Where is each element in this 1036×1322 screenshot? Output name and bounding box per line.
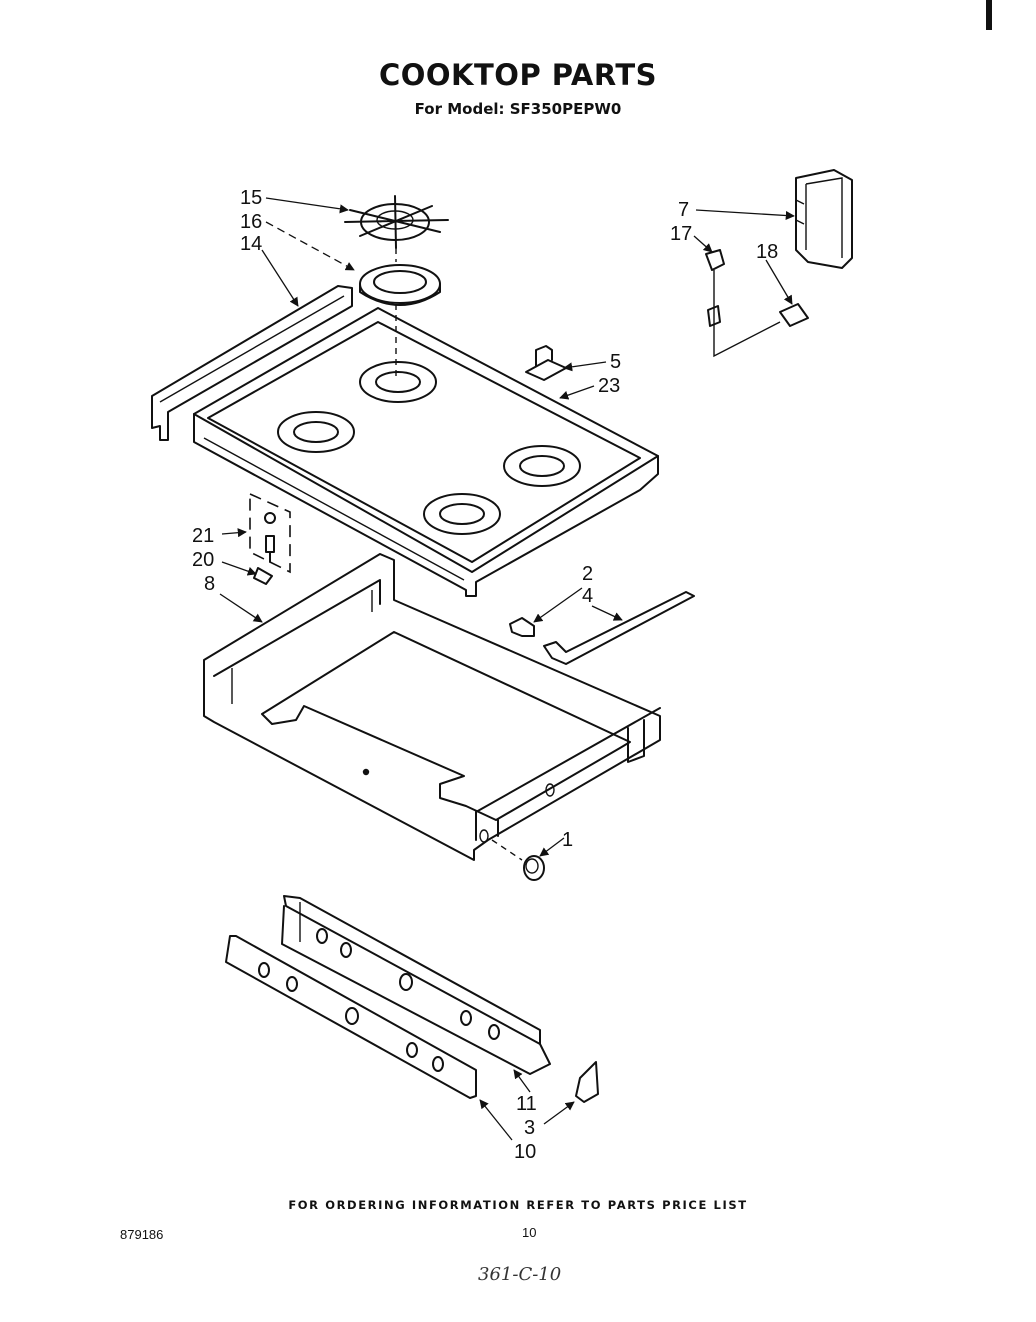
page-title: COOKTOP PARTS: [378, 58, 658, 92]
spring-clip: [509, 617, 535, 637]
end-bracket: [575, 1061, 599, 1103]
callout-10: 10: [514, 1141, 536, 1163]
model-subtitle: For Model: SF350PEPW0: [414, 100, 622, 118]
hole-plug: [491, 839, 545, 881]
callout-4: 4: [582, 585, 593, 607]
side-trim: [151, 285, 353, 441]
callout-5: 5: [610, 351, 621, 373]
callout-3: 3: [524, 1117, 535, 1139]
callout-17: 17: [670, 223, 692, 245]
burner-box: [203, 553, 661, 861]
callout-1: 1: [562, 829, 573, 851]
front-panel: [225, 935, 477, 1099]
page-number: 10: [522, 1225, 537, 1240]
callout-2: 2: [582, 563, 593, 585]
callout-16: 16: [240, 211, 262, 233]
handwritten-note: 361-C-10: [478, 1264, 562, 1285]
burner-grate: [344, 195, 449, 249]
callout-11: 11: [516, 1093, 537, 1115]
callout-8: 8: [204, 573, 215, 595]
crossover-tube: [543, 591, 695, 665]
cooktop-main-top: [193, 307, 659, 597]
document-number: 879186: [120, 1227, 164, 1242]
callout-18: 18: [756, 241, 778, 263]
ignition-module: [795, 169, 853, 269]
callout-7: 7: [678, 199, 689, 221]
callout-15: 15: [240, 187, 262, 209]
fastener-group: [249, 492, 291, 585]
scan-edge-mark: [986, 0, 992, 30]
callout-20: 20: [192, 549, 214, 571]
callout-21: 21: [192, 525, 214, 547]
callout-14: 14: [240, 233, 262, 255]
callout-23: 23: [598, 375, 620, 397]
wire-harness: [705, 249, 809, 358]
ordering-note: FOR ORDERING INFORMATION REFER TO PARTS …: [288, 1198, 748, 1212]
manifold-panel: [281, 895, 551, 1075]
burner-cap: [359, 264, 441, 306]
mounting-clip: [525, 345, 567, 381]
